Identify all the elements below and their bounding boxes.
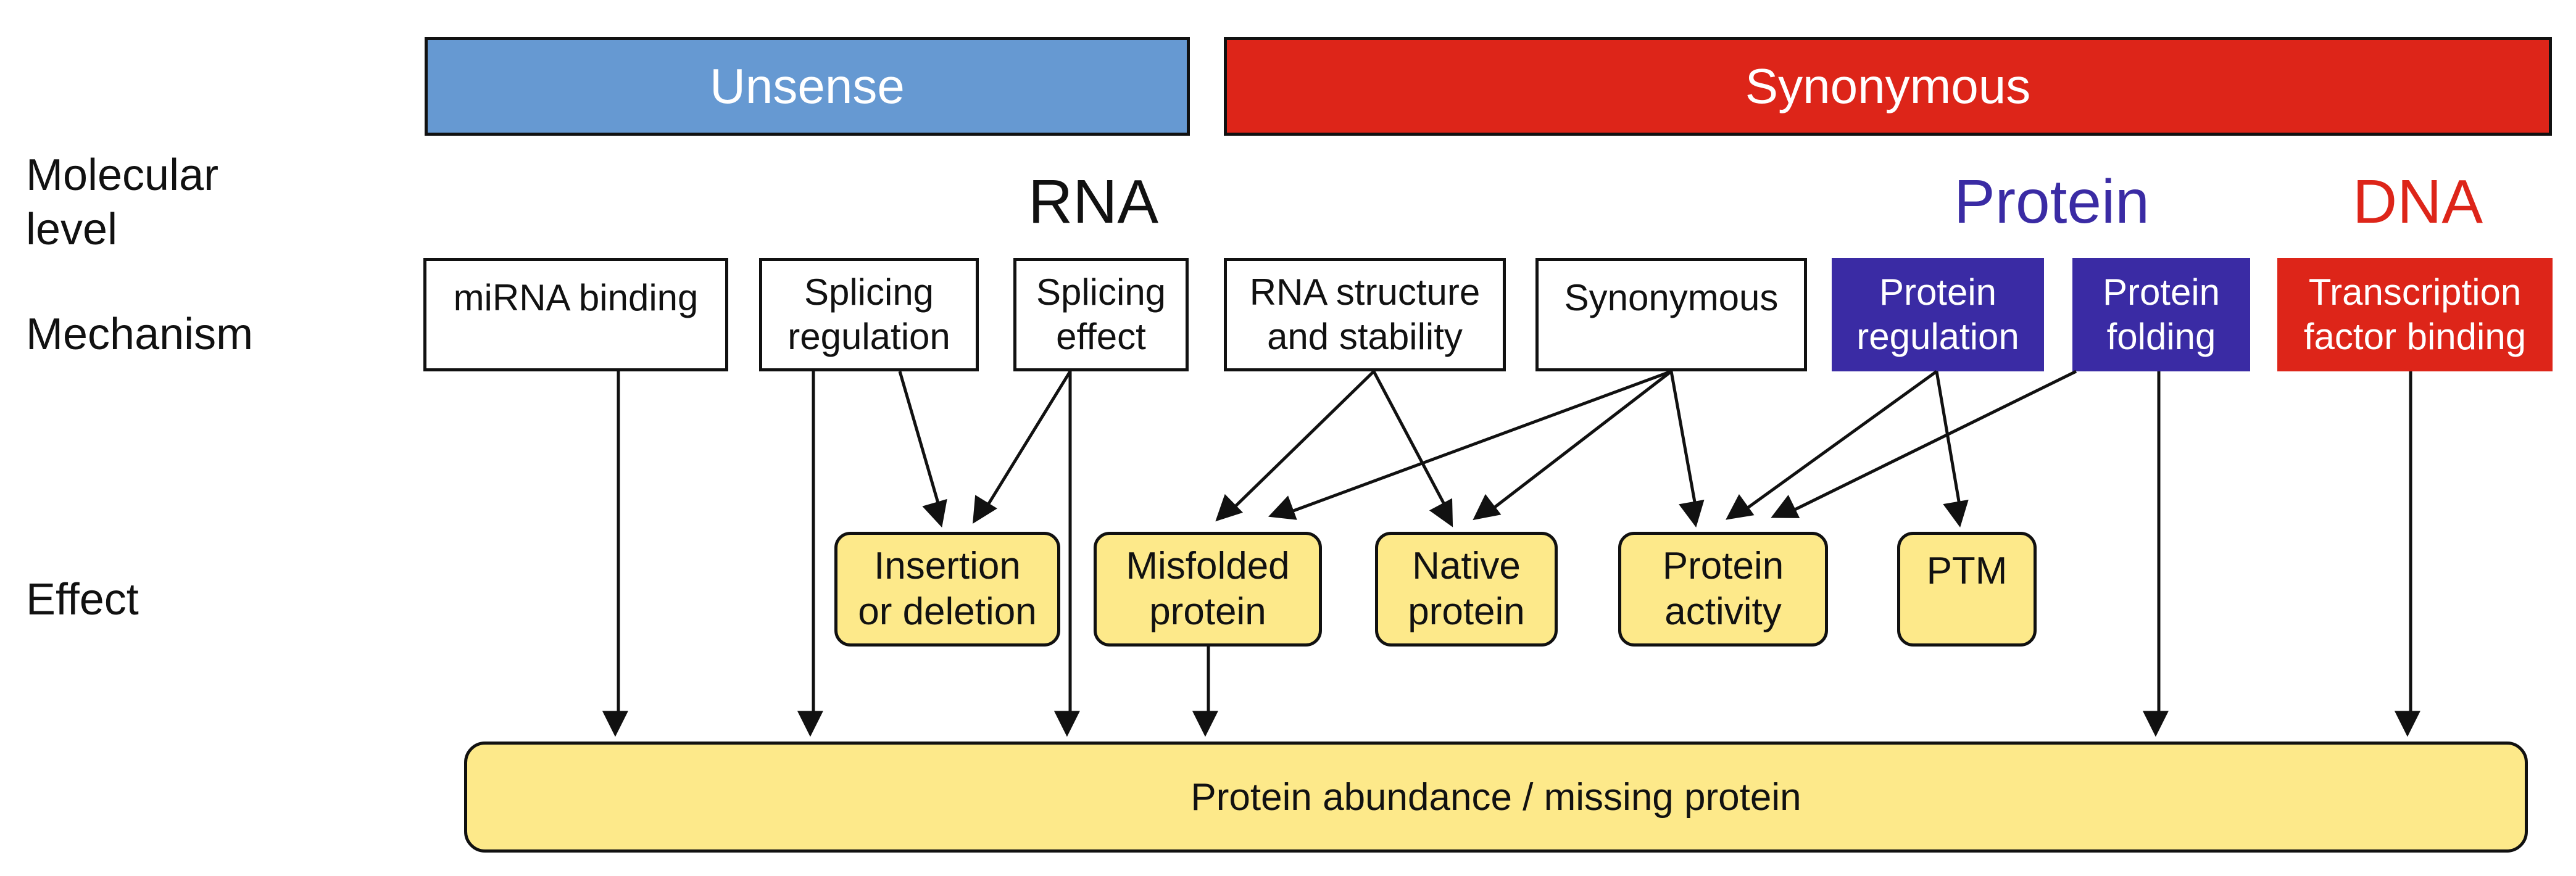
arrow-synonymous-to-misfolded: [1268, 370, 1672, 520]
mirna-binding-text: miRNA binding: [453, 277, 699, 318]
ptm-effect: PTM: [1897, 532, 2037, 647]
misfolded-protein-effect: Misfolded protein: [1094, 532, 1322, 647]
splicing-regulation-text: Splicing regulation: [787, 271, 950, 357]
molecular-level-label: Molecular level: [26, 151, 219, 254]
protein-activity-effect: Protein activity: [1618, 532, 1828, 647]
protein-level: Protein: [1954, 167, 2150, 236]
protein-activity-text: Protein activity: [1662, 545, 1784, 633]
protein-regulation-box: Protein regulation: [1832, 258, 2044, 371]
insertion-deletion-effect: Insertion or deletion: [834, 532, 1060, 647]
unsense-label: Unsense: [710, 59, 905, 114]
native-protein-text: Native protein: [1408, 545, 1525, 633]
protein-folding-text: Protein folding: [2102, 271, 2221, 357]
transcription-factor-text: Transcription factor binding: [2303, 271, 2527, 357]
ptm-text: PTM: [1926, 550, 2008, 592]
arrow-splicing-effect-to-insertion: [973, 370, 1072, 524]
arrow-rna-structure-to-misfolded: [1215, 370, 1375, 522]
protein-abundance-text: Protein abundance / missing protein: [1190, 775, 1801, 819]
arrow-synonymous-to-activity: [1669, 371, 1705, 527]
splicing-regulation-box: Splicing regulation: [759, 258, 979, 371]
rna-structure-text: RNA structure and stability: [1249, 271, 1481, 357]
protein-regulation-text: Protein regulation: [1856, 271, 2019, 357]
arrow-rna-structure-to-native: [1372, 370, 1453, 527]
protein-folding-box: Protein folding: [2072, 258, 2250, 371]
insertion-deletion-text: Insertion or deletion: [858, 545, 1037, 633]
transcription-factor-box: Transcription factor binding: [2277, 258, 2553, 371]
effect-label: Effect: [26, 575, 139, 624]
arrow-protein-folding-to-activity: [1771, 370, 2077, 518]
mirna-binding-box: miRNA binding: [423, 258, 728, 371]
arrow-protein-regulation-to-activity: [1726, 370, 1938, 520]
misfolded-protein-text: Misfolded protein: [1126, 545, 1290, 633]
synonymous-box: Synonymous: [1535, 258, 1807, 371]
native-protein-effect: Native protein: [1375, 532, 1558, 647]
protein-abundance-outcome: Protein abundance / missing protein: [464, 742, 2528, 853]
synonymous-banner: Synonymous: [1224, 37, 2552, 136]
synonymous-label: Synonymous: [1745, 59, 2031, 114]
dna-level: DNA: [2353, 167, 2483, 236]
synonymous-text: Synonymous: [1564, 277, 1779, 318]
splicing-effect-text: Splicing effect: [1036, 271, 1166, 357]
rna-level: RNA: [1028, 167, 1159, 236]
splicing-effect-box: Splicing effect: [1013, 258, 1189, 371]
arrow-splicing-regulation-to-insertion: [898, 371, 947, 528]
mechanism-label: Mechanism: [26, 310, 254, 359]
rna-structure-box: RNA structure and stability: [1224, 258, 1506, 371]
unsense-banner: Unsense: [425, 37, 1190, 136]
arrow-synonymous-to-native: [1473, 370, 1672, 521]
arrow-protein-regulation-to-ptm: [1935, 371, 1969, 527]
